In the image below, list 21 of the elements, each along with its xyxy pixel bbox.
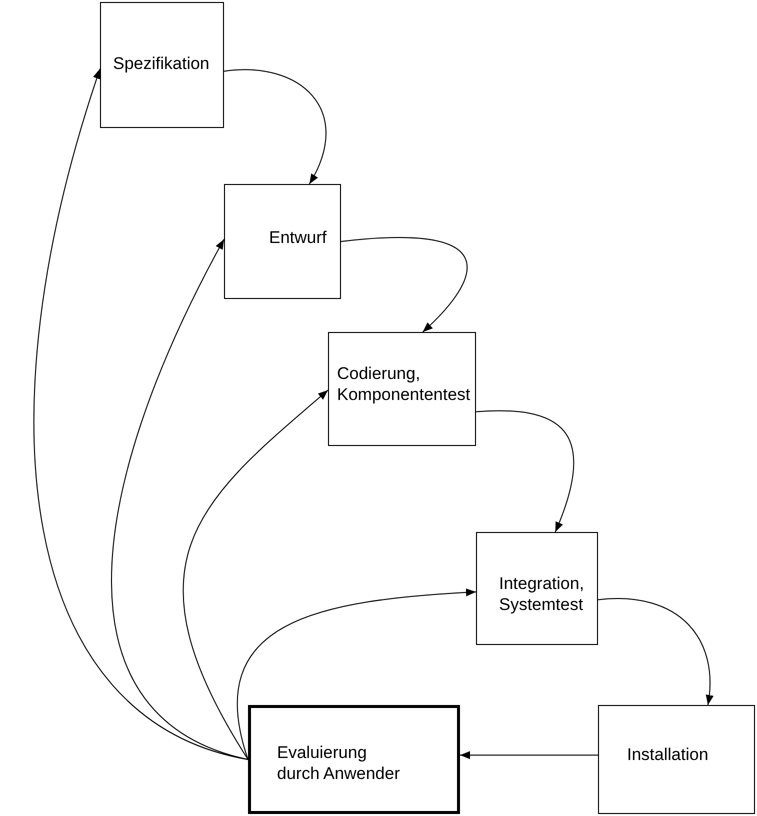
process-box [100, 2, 224, 128]
box-label: Installation [627, 744, 710, 766]
box-label: Spezifikation [113, 53, 210, 74]
process-box [248, 705, 460, 814]
process-box [224, 184, 341, 299]
arrow [182, 390, 328, 760]
arrow [340, 237, 468, 332]
arrow [236, 588, 476, 760]
box-label: Integration, Systemtest [499, 573, 586, 616]
process-box [476, 532, 598, 645]
box-label: Entwurf [269, 227, 328, 248]
arrow [224, 69, 326, 184]
box-label: Codierung, Komponententest [337, 363, 471, 406]
arrow [598, 598, 714, 706]
arrow [476, 410, 574, 532]
arrow [34, 68, 248, 760]
box-label: Evaluierung durch Anwender [277, 742, 401, 784]
arrow [460, 751, 598, 760]
process-box [598, 705, 755, 814]
arrow [111, 238, 248, 760]
process-box [328, 332, 476, 446]
